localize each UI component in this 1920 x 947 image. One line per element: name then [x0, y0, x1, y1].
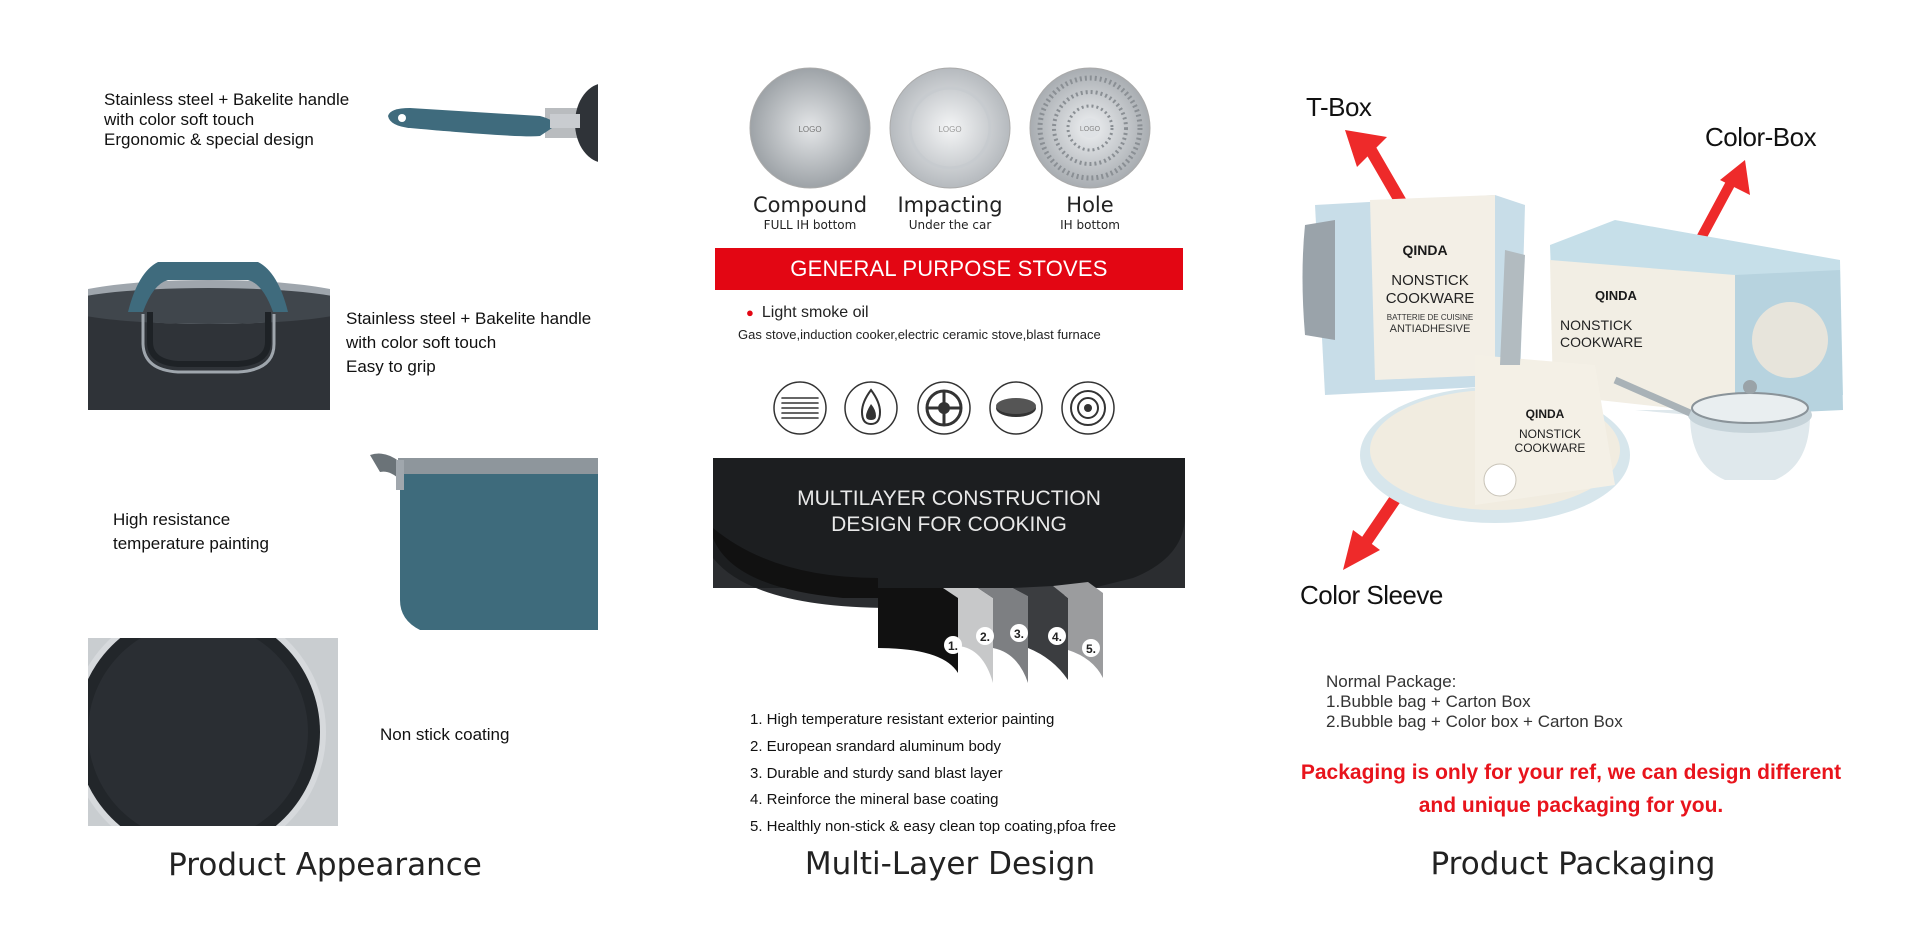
tbox-brand: QINDA [1402, 242, 1447, 258]
svg-text:LOGO: LOGO [1080, 126, 1101, 133]
handle-photo [380, 78, 598, 188]
oil-note: ● Light smoke oil [746, 304, 869, 322]
stoves-note: Gas stove,induction cooker,electric cera… [738, 327, 1101, 342]
feature-nonstick-text: Non stick coating [380, 725, 510, 744]
electric-coil-icon [773, 381, 827, 435]
layer-number-3: 3. [1014, 627, 1024, 641]
tbox-text-line1: NONSTICK [1391, 272, 1469, 289]
tbox-text-line4: ANTIADHESIVE [1390, 323, 1471, 335]
compound-disc-icon: LOGO [749, 67, 871, 189]
tbox-label: T-Box [1306, 92, 1372, 122]
feature-paint-text: High resistance temperature painting [113, 510, 269, 553]
impacting-title: Impacting [897, 193, 1003, 217]
layer-number-2: 2. [980, 630, 990, 644]
gas-burner-icon [917, 381, 971, 435]
impacting-disc-icon: LOGO [889, 67, 1011, 189]
tbox-text-line3: BATTERIE DE CUISINE [1387, 313, 1474, 322]
colorbox-brand: QINDA [1595, 288, 1638, 303]
ceramic-plate-icon [989, 381, 1043, 435]
svg-text:LOGO: LOGO [938, 125, 961, 134]
construction-title-line2: DESIGN FOR COOKING [831, 513, 1067, 536]
feature-lid-text: Stainless steel + Bakelite handle with c… [346, 309, 592, 376]
compound-subtitle: FULL IH bottom [763, 218, 857, 232]
layer-item: 5. Healthly non-stick & easy clean top c… [750, 818, 1117, 836]
impacting-subtitle: Under the car [908, 218, 992, 232]
layer-item: 2. European srandard aluminum body [750, 737, 1001, 755]
package-option-1: 1.Bubble bag + Carton Box [1326, 692, 1531, 711]
general-purpose-banner: GENERAL PURPOSE STOVES [715, 248, 1183, 290]
hole-subtitle: IH bottom [1060, 218, 1120, 232]
lid-handle-photo [88, 252, 330, 410]
sleeve-label: Color Sleeve [1300, 580, 1443, 610]
pot-body-photo [350, 450, 598, 630]
stove-icons [773, 381, 1115, 435]
caption-multi-layer-design: Multi-Layer Design [804, 846, 1096, 882]
layer-item: 1. High temperature resistant exterior p… [750, 711, 1055, 728]
layer-list: 1. High temperature resistant exterior p… [750, 707, 1116, 841]
saucepan-image [1613, 376, 1812, 480]
colorbox-text-line2: COOKWARE [1560, 334, 1643, 350]
construction-title-line1: MULTILAYER CONSTRUCTION [797, 487, 1101, 510]
package-option-2: 2.Bubble bag + Color box + Carton Box [1326, 712, 1623, 731]
sleeve-text-line1: NONSTICK [1519, 427, 1581, 441]
packaging-photo: QINDA NONSTICK COOKWARE BATTERIE DE CUIS… [1302, 130, 1843, 570]
hole-title: Hole [1066, 193, 1114, 217]
layer-item: 4. Reinforce the mineral base coating [750, 791, 999, 809]
tbox-text-line2: COOKWARE [1386, 290, 1475, 307]
packaging-disclaimer: Packaging is only for your ref, we can d… [1300, 761, 1842, 817]
nonstick-surface-image [88, 638, 338, 826]
hole-label: Hole IH bottom [1020, 193, 1160, 233]
bottom-discs: LOGO LOGO LOGO [749, 67, 1151, 189]
colorbox-text-line1: NONSTICK [1560, 317, 1633, 333]
lid-handle-image [88, 262, 330, 410]
caption-product-packaging: Product Packaging [1430, 846, 1716, 882]
compound-title: Compound [752, 193, 868, 217]
caption-product-appearance: Product Appearance [168, 847, 482, 883]
induction-icon [1061, 381, 1115, 435]
package-notes-heading: Normal Package: [1326, 672, 1457, 691]
compound-label: Compound FULL IH bottom [740, 193, 880, 233]
package-notes: Normal Package: 1.Bubble bag + Carton Bo… [1326, 672, 1623, 732]
colorbox-arrow-icon [1695, 160, 1750, 245]
svg-text:LOGO: LOGO [798, 125, 821, 134]
hole-disc-icon: LOGO [1029, 67, 1151, 189]
pan-cross-section: MULTILAYER CONSTRUCTION DESIGN FOR COOKI… [713, 458, 1185, 683]
layer-number-5: 5. [1086, 642, 1096, 656]
impacting-label: Impacting Under the car [880, 193, 1020, 233]
colorbox-label: Color-Box [1705, 122, 1817, 152]
sleeve-brand: QINDA [1526, 407, 1565, 421]
layer-number-1: 1. [948, 639, 958, 653]
pot-body-image [350, 450, 598, 630]
layer-item: 3. Durable and sturdy sand blast layer [750, 764, 1003, 782]
red-bullet-icon: ● [746, 305, 754, 320]
color-sleeve-image: QINDA NONSTICK COOKWARE [1360, 250, 1630, 523]
oil-note-text: Light smoke oil [761, 304, 869, 321]
layer-number-4: 4. [1052, 630, 1062, 644]
nonstick-photo [88, 638, 338, 826]
feature-handle-text: Stainless steel + Bakelite handle with c… [104, 90, 350, 149]
tbox-image: QINDA NONSTICK COOKWARE BATTERIE DE CUIS… [1302, 195, 1525, 395]
long-handle-image [388, 84, 598, 162]
multilayer-construction-image: MULTILAYER CONSTRUCTION DESIGN FOR COOKI… [713, 458, 1185, 690]
sleeve-text-line2: COOKWARE [1515, 441, 1586, 455]
flame-icon [844, 381, 898, 435]
